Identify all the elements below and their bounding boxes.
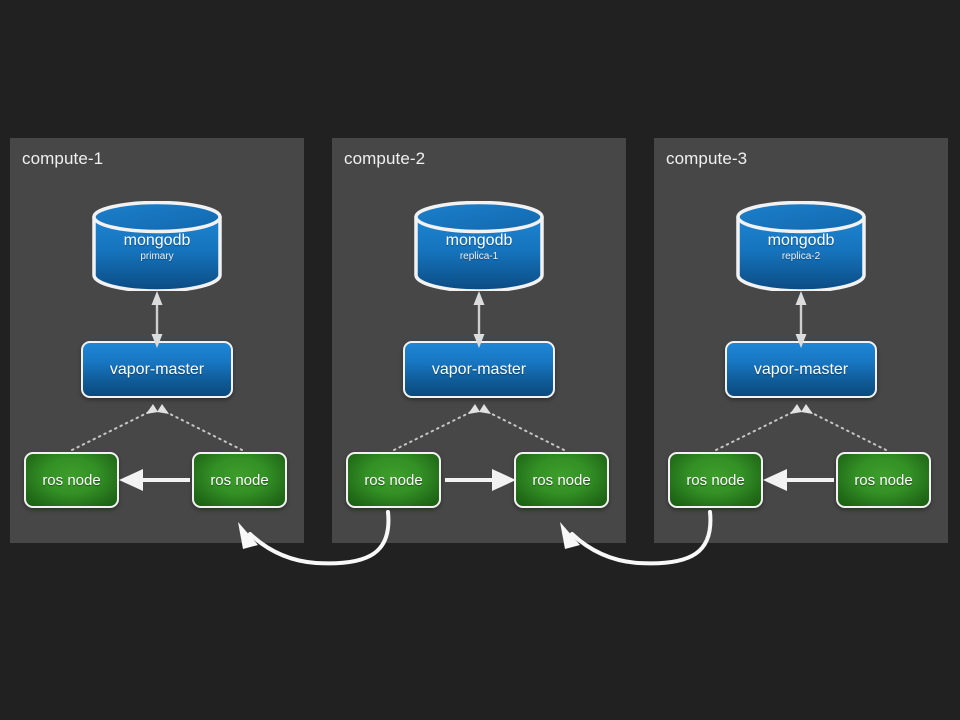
ros-node-label: ros node: [532, 471, 591, 489]
ros-node-right-1[interactable]: ros node: [192, 452, 287, 508]
vapor-master-box-1[interactable]: vapor-master: [81, 341, 233, 398]
ros-node-left-3[interactable]: ros node: [668, 452, 763, 508]
ros-node-right-3[interactable]: ros node: [836, 452, 931, 508]
ros-node-label: ros node: [854, 471, 913, 489]
ros-node-left-1[interactable]: ros node: [24, 452, 119, 508]
ros-node-label: ros node: [42, 471, 101, 489]
arrowhead-left: [763, 469, 787, 491]
ros-node-right-2[interactable]: ros node: [514, 452, 609, 508]
arrowhead-dotted-right: [157, 404, 169, 414]
vapor-master-label: vapor-master: [431, 360, 527, 378]
vapor-master-label: vapor-master: [753, 360, 849, 378]
service-node-dotted-left: [715, 409, 798, 451]
arrowhead-dotted-right: [479, 404, 491, 414]
arrowhead-up: [795, 291, 807, 305]
arrowhead-up: [473, 291, 485, 305]
service-node-dotted-right: [483, 409, 565, 451]
service-node-dotted-right: [805, 409, 887, 451]
ros-node-label: ros node: [364, 471, 423, 489]
database-cylinder-icon: [736, 201, 866, 291]
service-node-dotted-left: [71, 409, 154, 451]
panel-title: compute-2: [344, 149, 426, 168]
arrowhead-dotted-left: [468, 404, 480, 414]
vapor-master-box-3[interactable]: vapor-master: [725, 341, 877, 398]
arrowhead-dotted-left: [146, 404, 158, 414]
arrowhead-dotted-right: [801, 404, 813, 414]
service-node-dotted-left: [393, 409, 476, 451]
panel-title: compute-1: [22, 149, 104, 168]
arrowhead-left: [119, 469, 143, 491]
mongodb-cylinder-1[interactable]: mongodb primary: [90, 201, 224, 291]
panel-title: compute-3: [666, 149, 748, 168]
ros-node-label: ros node: [210, 471, 269, 489]
service-node-dotted-right: [161, 409, 243, 451]
arrowhead-right: [492, 469, 516, 491]
arrowhead-dotted-left: [790, 404, 802, 414]
mongodb-cylinder-3[interactable]: mongodb replica-2: [734, 201, 868, 291]
ros-node-left-2[interactable]: ros node: [346, 452, 441, 508]
vapor-master-box-2[interactable]: vapor-master: [403, 341, 555, 398]
compute-panel-1[interactable]: compute-1 mongodb: [10, 138, 304, 543]
compute-panel-3[interactable]: compute-3 mongodb: [654, 138, 948, 543]
ros-node-label: ros node: [686, 471, 745, 489]
mongodb-cylinder-2[interactable]: mongodb replica-1: [412, 201, 546, 291]
database-cylinder-icon: [92, 201, 222, 291]
arrowhead-up: [151, 291, 163, 305]
vapor-master-label: vapor-master: [109, 360, 205, 378]
compute-panel-2[interactable]: compute-2 mongodb: [332, 138, 626, 543]
database-cylinder-icon: [414, 201, 544, 291]
